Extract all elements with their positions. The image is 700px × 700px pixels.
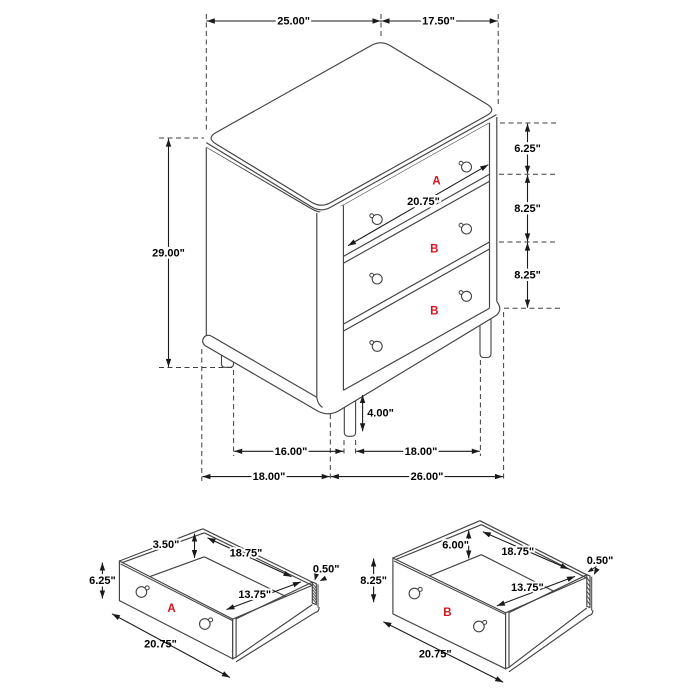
- svg-text:8.25": 8.25": [514, 270, 541, 282]
- svg-text:17.50": 17.50": [422, 16, 455, 28]
- svg-text:A: A: [167, 603, 175, 615]
- svg-text:20.75": 20.75": [144, 639, 177, 651]
- svg-text:20.75": 20.75": [407, 196, 440, 208]
- svg-text:13.75": 13.75": [238, 589, 271, 601]
- svg-text:16.00": 16.00": [275, 446, 308, 458]
- svg-text:0.50": 0.50": [313, 564, 340, 576]
- svg-text:26.00": 26.00": [411, 471, 444, 483]
- svg-text:25.00": 25.00": [277, 16, 310, 28]
- svg-text:3.50": 3.50": [153, 539, 180, 551]
- svg-text:18.75": 18.75": [230, 547, 263, 559]
- svg-text:B: B: [430, 306, 438, 318]
- svg-text:18.00": 18.00": [405, 446, 438, 458]
- svg-text:A: A: [432, 176, 440, 188]
- svg-text:8.25": 8.25": [360, 575, 387, 587]
- svg-text:6.25": 6.25": [89, 575, 116, 587]
- svg-text:18.75": 18.75": [501, 546, 534, 558]
- svg-text:20.75": 20.75": [419, 649, 452, 661]
- svg-text:13.75": 13.75": [511, 582, 544, 594]
- svg-text:B: B: [430, 244, 438, 256]
- svg-text:8.25": 8.25": [514, 203, 541, 215]
- svg-text:6.25": 6.25": [514, 143, 541, 155]
- svg-text:29.00": 29.00": [152, 247, 185, 259]
- svg-text:6.00": 6.00": [442, 540, 469, 552]
- svg-text:0.50": 0.50": [587, 555, 614, 567]
- svg-text:4.00": 4.00": [367, 407, 394, 419]
- svg-text:18.00": 18.00": [253, 471, 286, 483]
- svg-text:B: B: [443, 607, 451, 619]
